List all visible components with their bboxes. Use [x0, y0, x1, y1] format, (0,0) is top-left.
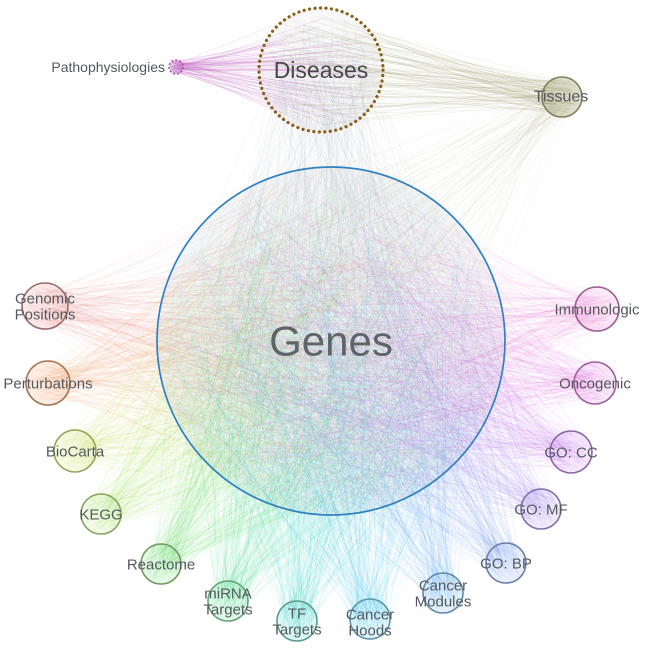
node-diseases[interactable]	[257, 6, 385, 134]
labels-layer: Genes Diseases PathophysiologiesTissuesGen…	[3, 57, 640, 639]
node-go_cc[interactable]	[549, 430, 593, 474]
edges-layer	[24, 15, 615, 639]
nodes-layer	[21, 6, 620, 642]
label-oncogenic: Oncogenic	[559, 375, 631, 392]
node-oncogenic[interactable]	[573, 361, 617, 405]
node-cancer_modules[interactable]	[422, 572, 464, 614]
node-reactome[interactable]	[140, 543, 182, 585]
fan-mirna_targets-to-genes	[166, 174, 497, 619]
label-pathophysiologies: Pathophysiologies	[51, 59, 165, 75]
node-go_bp[interactable]	[485, 542, 527, 584]
node-biocarta[interactable]	[53, 429, 97, 473]
node-bg-diseases	[259, 8, 383, 132]
fan-oncogenic-to-genes	[163, 177, 613, 505]
fan-go_cc-to-genes	[172, 177, 590, 502]
label-diseases: Diseases	[274, 57, 369, 83]
label-genes: Genes	[269, 318, 393, 365]
fan-biocarta-to-genes	[57, 178, 494, 507]
node-mirna_targets[interactable]	[207, 580, 249, 622]
node-genes[interactable]	[156, 166, 506, 516]
fan-tissues-to-diseases	[266, 15, 579, 126]
fan-tissues-to-genes	[164, 81, 580, 502]
fan-perturbations-to-genes	[28, 172, 483, 501]
fan-cancer_modules-to-genes	[167, 179, 498, 611]
node-tf_targets[interactable]	[276, 600, 318, 642]
fan-pathophysiologies-to-diseases	[169, 15, 379, 127]
fan-go_bp-to-genes	[165, 184, 522, 580]
fan-go_mf-to-genes	[169, 178, 559, 527]
fan-reactome-to-genes	[143, 175, 498, 581]
label-go_bp: GO: BP	[480, 555, 532, 572]
node-bg-genes	[157, 167, 505, 515]
node-pathophysiologies[interactable]	[168, 59, 184, 75]
label-kegg: KEGG	[79, 506, 122, 523]
node-kegg[interactable]	[80, 493, 122, 535]
node-genomic_positions[interactable]	[21, 282, 69, 330]
label-biocarta: BioCarta	[46, 443, 105, 460]
fan-kegg-to-genes	[83, 191, 500, 531]
node-perturbations[interactable]	[25, 360, 71, 406]
fan-diseases-to-genes	[163, 15, 497, 509]
fan-genomic_positions-to-genes	[24, 174, 486, 497]
label-perturbations: Perturbations	[3, 375, 92, 392]
node-cancer_hoods[interactable]	[349, 598, 391, 640]
fan-cancer_hoods-to-genes	[168, 176, 497, 637]
node-tissues[interactable]	[541, 76, 583, 118]
fan-immunologic-to-genes	[171, 174, 615, 502]
node-go_mf[interactable]	[520, 488, 562, 530]
label-go_mf: GO: MF	[514, 501, 567, 518]
node-immunologic[interactable]	[574, 286, 620, 332]
label-reactome: Reactome	[127, 556, 195, 573]
fan-tf_targets-to-genes	[165, 187, 496, 639]
background-shapes-layer	[157, 8, 505, 515]
label-go_cc: GO: CC	[544, 444, 598, 461]
label-tissues: Tissues	[534, 89, 589, 106]
label-immunologic: Immunologic	[554, 301, 640, 318]
